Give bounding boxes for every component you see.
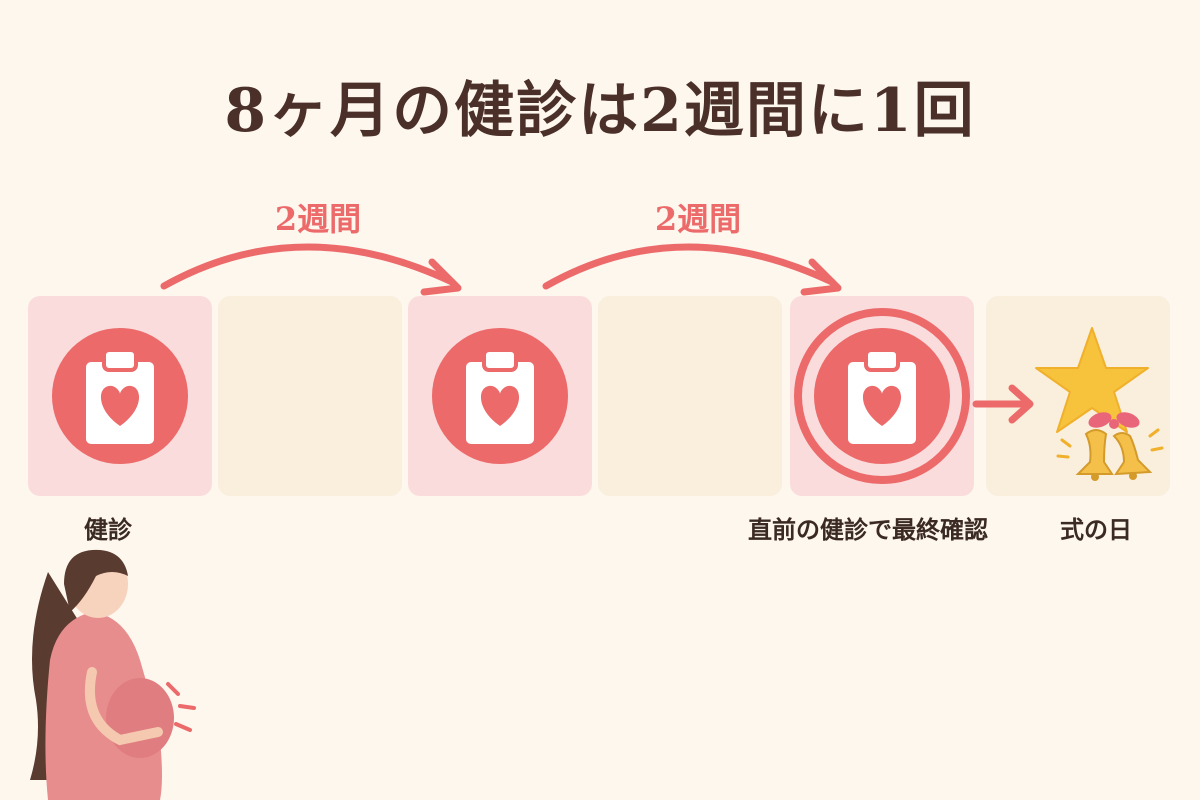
timeline-cell-empty-2: [598, 296, 782, 496]
step-label-checkup: 健診: [84, 515, 132, 544]
bell-icon: [1075, 429, 1114, 481]
interval-label-2: 2週間: [654, 200, 742, 238]
ribbon-bow-icon: [1088, 412, 1140, 429]
interval-label-1: 2週間: [274, 200, 362, 238]
step-label-ceremony-day: 式の日: [1060, 515, 1132, 544]
clipboard-heart-icon: [794, 308, 970, 484]
pregnant-woman-illustration: [30, 549, 196, 800]
arrow-right-icon: [972, 384, 1034, 424]
clipboard-heart-icon: [52, 328, 188, 464]
timeline-cell-empty-1: [218, 296, 402, 496]
clipboard-heart-icon: [432, 328, 568, 464]
step-label-final-checkup: 直前の健診で最終確認: [748, 515, 988, 544]
page-title: 8ヶ月の健診は2週間に1回: [224, 76, 976, 146]
bell-icon: [1112, 432, 1153, 480]
star-bells-icon: [1035, 327, 1164, 481]
interval-arrow-1: [160, 243, 462, 296]
interval-arrow-2: [542, 243, 842, 296]
